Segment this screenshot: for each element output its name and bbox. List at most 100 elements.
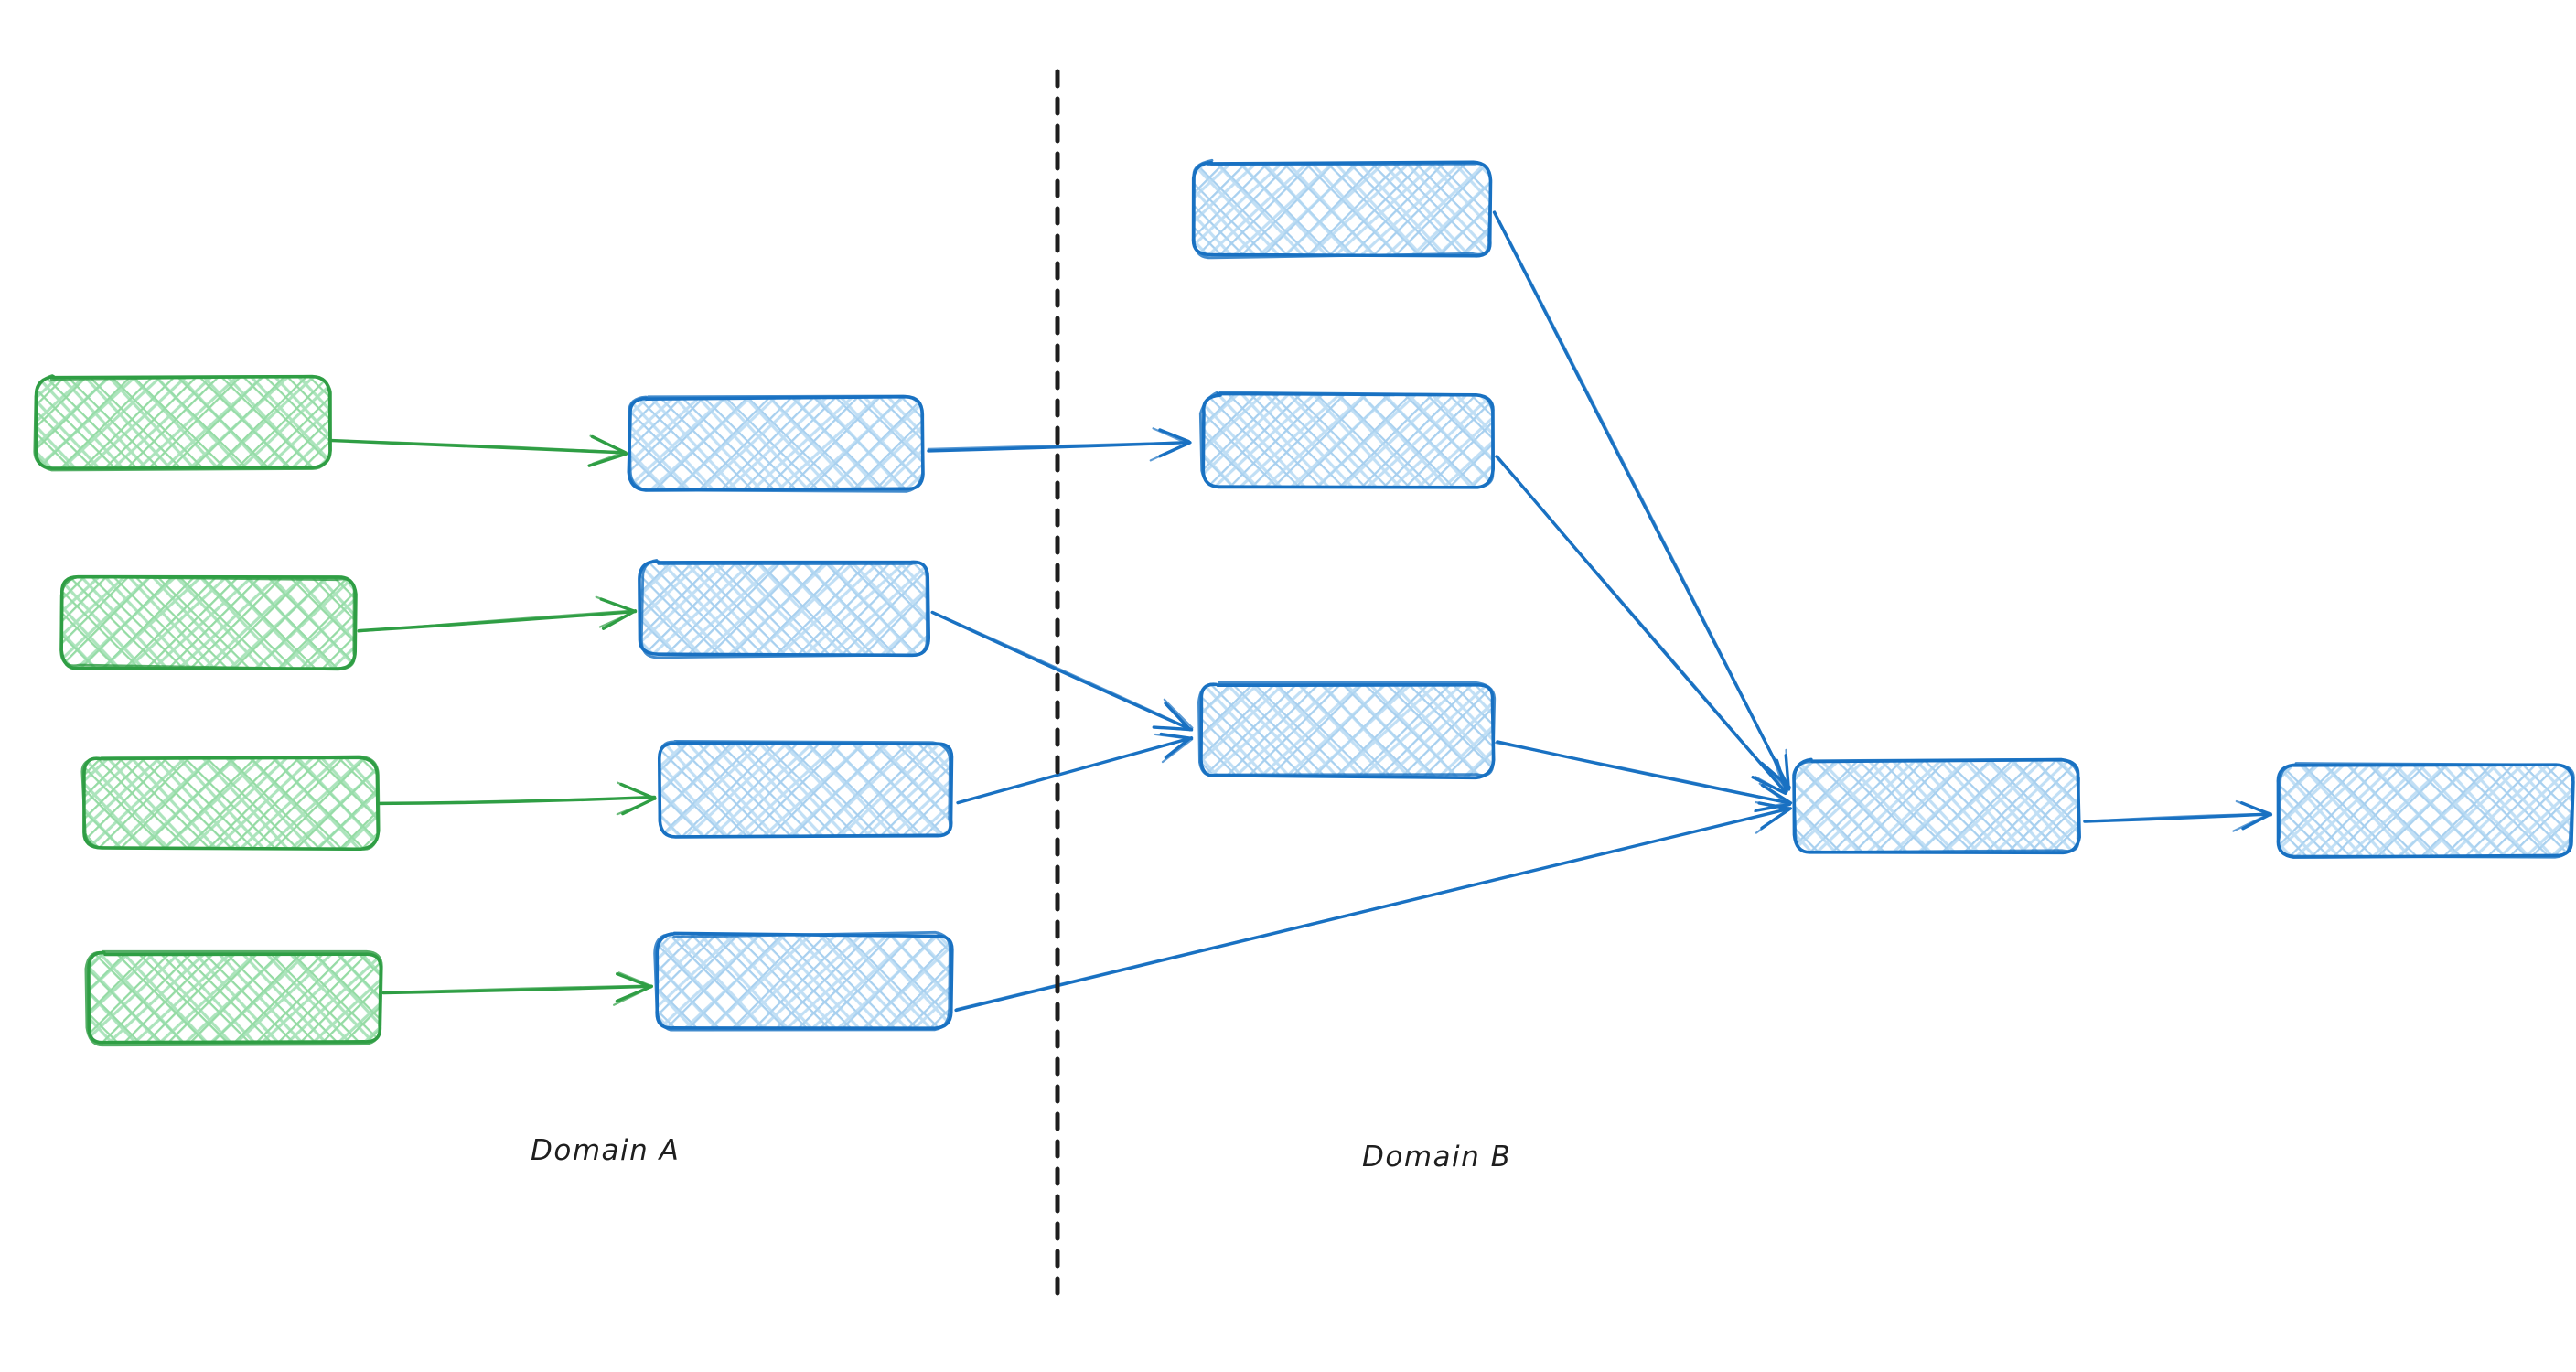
edge-hub-to-out — [2083, 799, 2273, 832]
node-a-3[interactable] — [655, 737, 957, 842]
node-fill — [84, 757, 377, 849]
edge-arrowhead — [1754, 776, 1787, 795]
node-outline — [655, 931, 954, 1031]
node-fill — [1194, 163, 1491, 256]
edge-shaft — [357, 609, 637, 633]
node-outline — [2277, 762, 2575, 859]
node-outline — [33, 374, 332, 472]
node-fill — [88, 953, 381, 1043]
edge-shaft — [927, 441, 1191, 451]
edge-b-2-to-hub — [1494, 455, 1788, 796]
edge-shaft — [378, 796, 657, 806]
edge-arrowhead — [2235, 799, 2272, 815]
edge-arrowhead — [1758, 782, 1791, 806]
node-outline — [80, 755, 381, 851]
edge-b-1-to-hub — [1492, 210, 1791, 791]
node-fill — [37, 378, 329, 467]
node-outline — [653, 930, 951, 1032]
node-layer — [31, 157, 2576, 1048]
edge-arrowhead — [616, 971, 653, 989]
node-outline — [1198, 391, 1495, 489]
node-fill — [660, 743, 951, 837]
node-b-2[interactable] — [1197, 390, 1498, 492]
node-outline — [1197, 681, 1497, 777]
node-outline — [639, 558, 928, 659]
node-src-3[interactable] — [79, 752, 382, 854]
node-fill — [1795, 761, 2078, 852]
edge-arrowhead — [2232, 812, 2271, 832]
edge-arrowhead — [587, 452, 628, 467]
node-fill — [1203, 395, 1493, 487]
edge-shaft — [2085, 812, 2272, 823]
edge-b-3-to-hub — [1495, 740, 1793, 813]
edge-shaft — [383, 984, 653, 994]
edge-arrowhead — [1154, 733, 1193, 741]
edge-arrowhead — [1755, 808, 1789, 834]
edge-shaft — [955, 807, 1791, 1011]
edge-arrowhead — [1152, 427, 1189, 445]
node-hub[interactable] — [1789, 756, 2084, 858]
edge-arrowhead — [1149, 441, 1191, 462]
edge-arrowhead — [592, 450, 627, 465]
edge-arrowhead — [613, 986, 652, 1006]
edge-arrowhead — [1785, 748, 1789, 790]
node-b-1[interactable] — [1188, 157, 1497, 262]
edge-a-1-to-b-2 — [927, 427, 1192, 462]
node-out[interactable] — [2272, 759, 2576, 862]
node-outline — [87, 950, 383, 1045]
edge-arrowhead — [1163, 698, 1194, 729]
node-fill — [629, 398, 922, 489]
edge-a-2-to-b-3 — [930, 610, 1194, 732]
edge-arrowhead — [617, 971, 652, 987]
edge-shaft — [931, 611, 1193, 731]
edge-arrowhead — [1164, 702, 1192, 732]
edge-arrowhead — [617, 781, 656, 799]
edge-shaft — [1493, 210, 1791, 790]
node-b-3[interactable] — [1195, 679, 1498, 782]
node-outline — [1192, 158, 1493, 260]
node-fill — [640, 562, 928, 655]
edge-arrowhead — [1154, 725, 1194, 732]
edge-arrowhead — [589, 434, 626, 453]
edge-src-1-to-a-1 — [329, 434, 628, 467]
node-outline — [84, 949, 383, 1047]
edge-a-4-to-hub — [954, 800, 1793, 1013]
edge-src-3-to-a-3 — [378, 781, 657, 816]
edge-shaft — [329, 439, 628, 454]
node-a-2[interactable] — [635, 556, 933, 660]
node-fill — [2278, 765, 2572, 856]
edge-shaft — [1495, 741, 1791, 805]
domain-b-label: Domain B — [1362, 1141, 1511, 1174]
node-src-4[interactable] — [82, 948, 386, 1048]
edge-layer — [329, 210, 2273, 1013]
edge-arrowhead — [1755, 800, 1790, 809]
node-a-1[interactable] — [624, 392, 928, 495]
edge-src-2-to-a-2 — [357, 595, 638, 633]
node-src-1[interactable] — [31, 372, 335, 473]
edge-a-3-to-b-3 — [956, 732, 1194, 805]
edge-arrowhead — [598, 610, 637, 628]
node-a-4[interactable] — [651, 929, 957, 1034]
node-outline — [1792, 757, 2080, 854]
edge-shaft — [956, 737, 1192, 804]
node-outline — [2276, 763, 2575, 859]
domain-a-label: Domain A — [531, 1134, 680, 1167]
edge-arrowhead — [1775, 758, 1788, 794]
edge-arrowhead — [1161, 738, 1194, 764]
edge-shaft — [1494, 455, 1787, 793]
node-outline — [59, 575, 356, 671]
node-src-2[interactable] — [57, 573, 360, 673]
edge-arrowhead — [1772, 757, 1787, 794]
edge-arrowhead — [1164, 736, 1192, 759]
label-layer: Domain A Domain B — [531, 1134, 1511, 1174]
edge-arrowhead — [595, 595, 635, 613]
node-outline — [628, 394, 925, 493]
edge-arrowhead — [616, 798, 656, 816]
edge-arrowhead — [1158, 428, 1191, 444]
node-outline — [658, 740, 951, 839]
edge-src-4-to-a-4 — [381, 971, 654, 1006]
node-fill — [657, 935, 951, 1028]
node-fill — [62, 578, 355, 668]
